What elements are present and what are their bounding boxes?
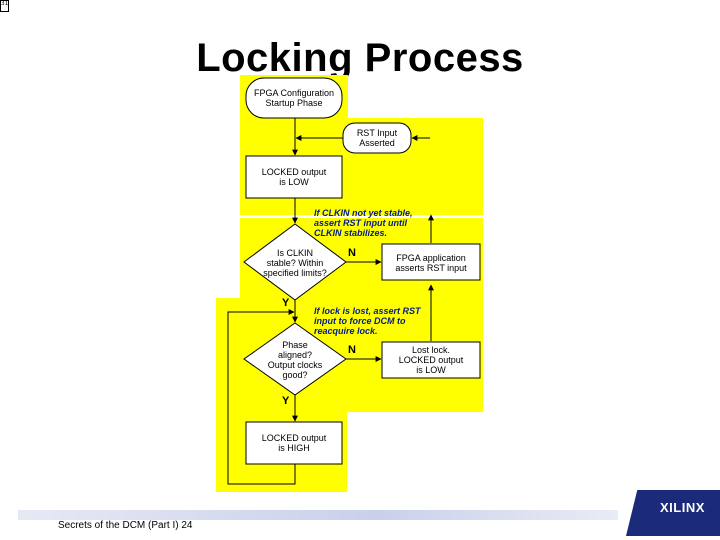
node-rst-input: RST Input Asserted (356, 128, 398, 148)
xilinx-logo (626, 490, 720, 536)
node-locked-high: LOCKED output is HIGH (261, 433, 327, 453)
node-lost-lock: Lost lock. LOCKED output is LOW (398, 345, 464, 375)
node-clkin-stable: Is CLKIN stable? Within specified limits… (263, 248, 327, 278)
node-fpga-app-rst-shape (381, 243, 481, 281)
corner-mark: 31 (0, 0, 9, 12)
node-fpga-app-rst: FPGA application asserts RST input (395, 253, 467, 273)
edge-loop-back (227, 309, 296, 485)
footer-rule (18, 510, 618, 520)
note-lock-lost: If lock is lost, assert RST input to for… (314, 306, 421, 336)
label-clkin-no: N (348, 247, 356, 259)
node-phase-aligned: Phase aligned? Output clocks good? (267, 340, 323, 380)
footer-text: Secrets of the DCM (Part I) 24 (58, 520, 193, 531)
note-clkin: If CLKIN not yet stable, assert RST inpu… (314, 208, 413, 238)
label-clkin-yes: Y (282, 297, 290, 309)
node-lost-lock-shape (381, 341, 481, 379)
label-phase-no: N (348, 344, 356, 356)
node-locked-high-shape (245, 421, 343, 465)
node-locked-low: LOCKED output is LOW (261, 167, 327, 187)
node-locked-low-shape (245, 155, 343, 199)
node-startup: FPGA Configuration Startup Phase (253, 88, 335, 108)
label-phase-yes: Y (282, 395, 290, 407)
xilinx-logo-text: XILINX (660, 500, 705, 515)
slide-title: Locking Process (196, 36, 524, 80)
node-startup-shape (245, 77, 343, 119)
